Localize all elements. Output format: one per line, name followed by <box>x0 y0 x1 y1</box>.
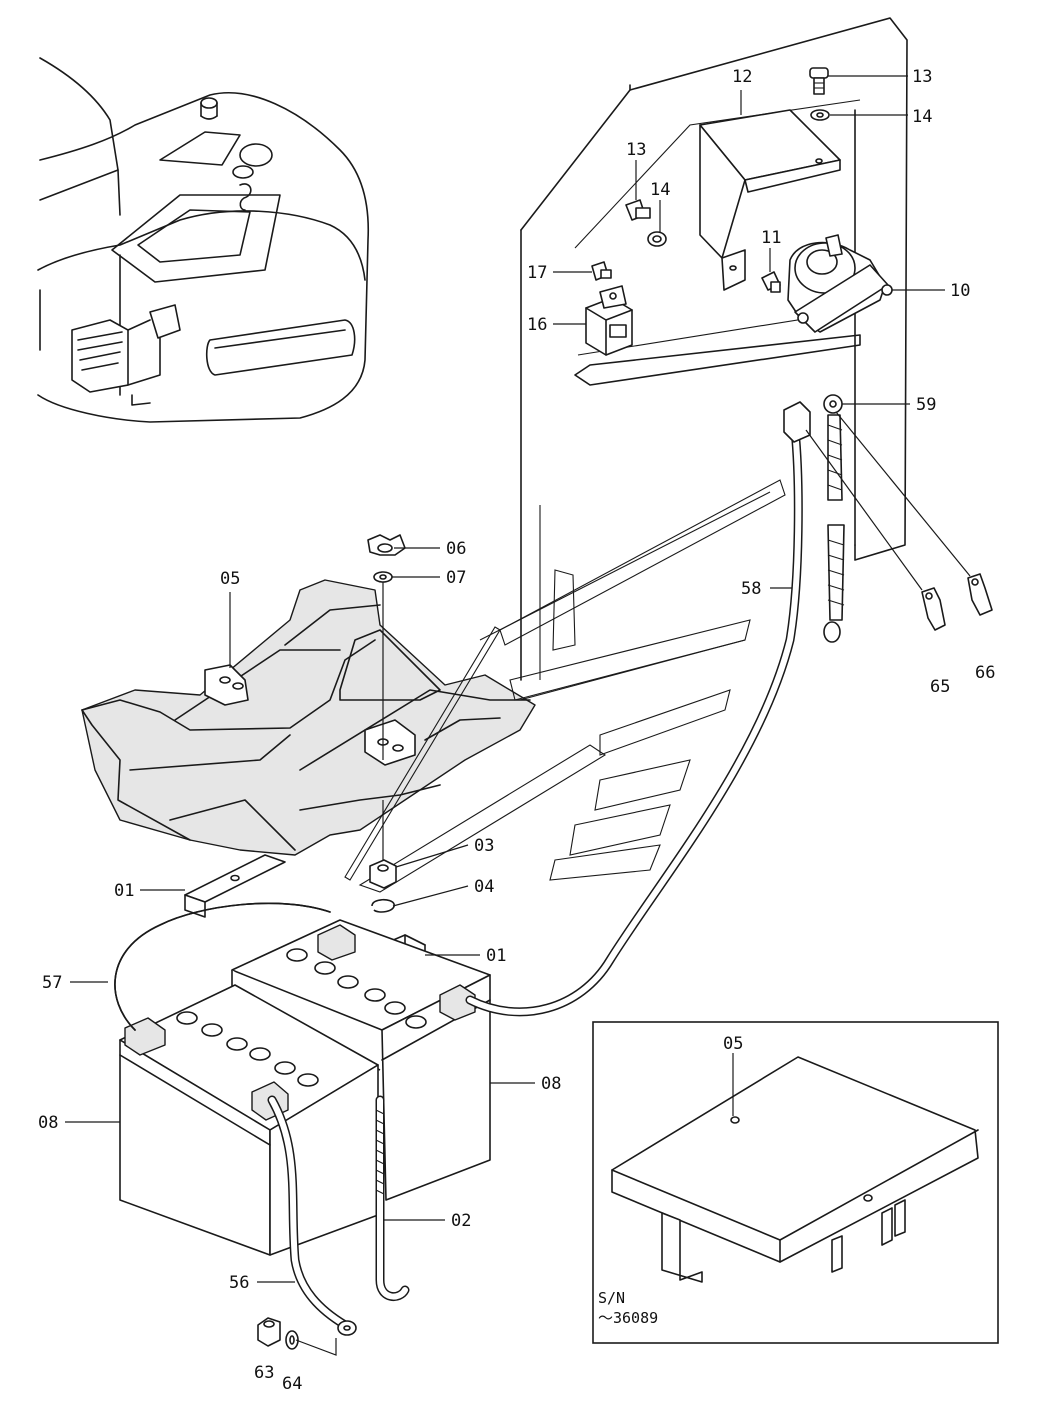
part-04-lock-washer <box>371 898 395 913</box>
part-17-screw <box>591 261 612 281</box>
part-58-cable <box>465 401 811 1017</box>
part-63-nut <box>257 1317 281 1347</box>
inset-panel <box>592 1021 999 1344</box>
label-66: 66 <box>975 663 995 683</box>
label-10: 10 <box>950 281 970 301</box>
label-13-left: 13 <box>626 140 646 160</box>
label-58: 58 <box>741 579 761 599</box>
label-11: 11 <box>761 228 781 248</box>
label-65: 65 <box>930 677 950 697</box>
label-01-lower: 01 <box>486 946 506 966</box>
hold-down-frame-outline <box>344 479 786 893</box>
leader-lines <box>65 75 945 1283</box>
part-65-terminal <box>921 587 946 631</box>
part-03-nut <box>369 859 397 889</box>
part-05-battery-tray <box>81 579 536 856</box>
part-64-washer <box>285 1330 299 1350</box>
label-08-left: 08 <box>38 1113 58 1133</box>
part-02-ground-strap <box>375 1095 410 1301</box>
part-06-wing-nut <box>367 534 406 556</box>
part-56-cable <box>267 1095 357 1336</box>
part-14-washer-left <box>647 231 667 247</box>
part-66-terminal <box>967 573 993 616</box>
label-14-upper: 14 <box>912 107 932 127</box>
label-06: 06 <box>446 539 466 559</box>
label-17: 17 <box>527 263 547 283</box>
part-07-washer <box>373 571 393 583</box>
part-10-horn <box>787 234 893 333</box>
label-07: 07 <box>446 568 466 588</box>
battery-front-caps <box>176 1011 319 1087</box>
label-04: 04 <box>474 877 494 897</box>
part-16-relay <box>585 285 633 356</box>
serial-label: S/N <box>598 1289 625 1307</box>
label-64: 64 <box>282 1374 302 1394</box>
part-13-bolt-left <box>625 199 651 221</box>
label-16: 16 <box>527 315 547 335</box>
label-13-upper: 13 <box>912 67 932 87</box>
label-59: 59 <box>916 395 936 415</box>
serial-range: ～36089 <box>598 1309 658 1327</box>
label-57: 57 <box>42 973 62 993</box>
part-08-battery-front <box>119 984 379 1256</box>
part-13-bolt-upper <box>809 67 829 95</box>
part-labels: 12 13 14 13 14 11 17 16 10 59 58 65 66 0… <box>38 67 995 1394</box>
label-03: 03 <box>474 836 494 856</box>
label-08-right: 08 <box>541 1074 561 1094</box>
label-12: 12 <box>732 67 752 87</box>
label-02: 02 <box>451 1211 471 1231</box>
part-01-plate-upper <box>184 854 286 918</box>
machine-body-illustration <box>37 57 370 423</box>
label-14-left: 14 <box>650 180 670 200</box>
mounting-panel-illustration <box>520 17 908 681</box>
battery-rear-caps <box>286 948 427 1029</box>
label-01-upper: 01 <box>114 881 134 901</box>
part-59-strap <box>823 394 845 643</box>
label-05-inset: 05 <box>723 1034 743 1054</box>
label-63: 63 <box>254 1363 274 1383</box>
label-05: 05 <box>220 569 240 589</box>
part-11-screw <box>761 271 781 293</box>
label-56: 56 <box>229 1273 249 1293</box>
part-14-washer-upper <box>810 109 830 121</box>
part-12-bracket <box>699 109 841 291</box>
